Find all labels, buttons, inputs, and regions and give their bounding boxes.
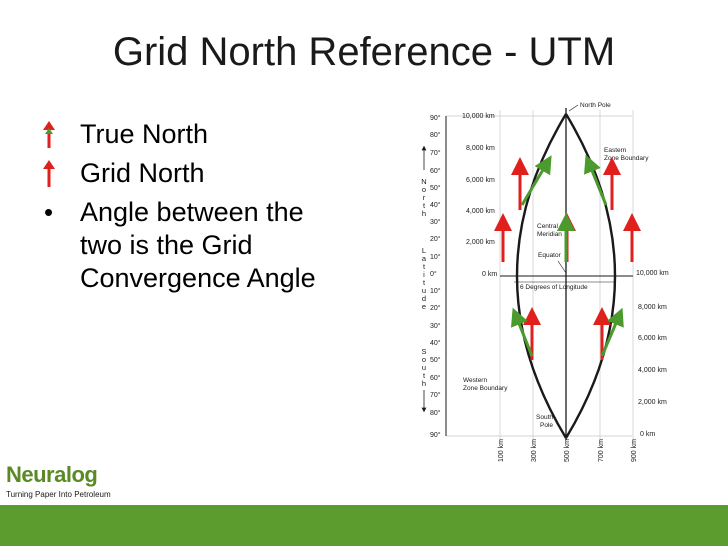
south-letter: o bbox=[422, 355, 426, 364]
bullet-line: Angle between the bbox=[80, 197, 304, 227]
footer-bar bbox=[0, 505, 728, 546]
grid-north-arrow bbox=[600, 307, 624, 357]
lat-tick-label: 90° bbox=[430, 431, 441, 439]
lat-tick-label: 20° bbox=[430, 304, 441, 312]
north-letter: o bbox=[422, 185, 426, 194]
latitude-letter: L bbox=[422, 246, 426, 255]
lat-tick-label: 20° bbox=[430, 235, 441, 243]
bullet-grid-north: Grid North bbox=[40, 157, 400, 190]
grid-north-arrow bbox=[520, 155, 552, 206]
bullet-label: Grid North bbox=[80, 158, 205, 188]
latitude-letter: e bbox=[422, 302, 426, 311]
bullet-list: True North Grid North • Angle between th… bbox=[40, 118, 400, 301]
bottom-km-label: 300 km bbox=[531, 439, 538, 462]
longitude-span-label: 6 Degrees of Longitude bbox=[520, 284, 588, 291]
south-letter: h bbox=[422, 379, 426, 388]
latitude-letter: i bbox=[423, 270, 425, 279]
left-km-label: 0 km bbox=[482, 271, 497, 278]
south-letter: S bbox=[421, 347, 426, 356]
right-km-label: 2,000 km bbox=[638, 399, 667, 406]
lat-tick-label: 60° bbox=[430, 374, 441, 382]
bullet-true-north: True North bbox=[40, 118, 400, 151]
lat-tick-label: 30° bbox=[430, 218, 441, 226]
right-km-label: 6,000 km bbox=[638, 335, 667, 342]
equator-label: Equator bbox=[538, 252, 562, 259]
western-boundary-label: Zone Boundary bbox=[463, 385, 508, 392]
right-km-label: 8,000 km bbox=[638, 304, 667, 311]
north-letter: r bbox=[423, 193, 426, 202]
latitude-letter: t bbox=[423, 278, 426, 287]
lat-tick-label: 40° bbox=[430, 339, 441, 347]
logo-wordmark: Neuralog bbox=[6, 462, 98, 487]
bottom-km-label: 100 km bbox=[498, 439, 505, 462]
bullet-line: Convergence Angle bbox=[80, 263, 316, 293]
lat-tick-label: 10° bbox=[430, 287, 441, 295]
lat-tick-label: 40° bbox=[430, 201, 441, 209]
north-letter: h bbox=[422, 209, 426, 218]
right-km-label: 4,000 km bbox=[638, 367, 667, 374]
lat-tick-label: 70° bbox=[430, 391, 441, 399]
left-km-label: 4,000 km bbox=[466, 208, 495, 215]
north-letter: t bbox=[423, 201, 426, 210]
left-km-label: 2,000 km bbox=[466, 239, 495, 246]
grid-north-arrow bbox=[584, 154, 608, 206]
western-boundary-label: Western bbox=[463, 377, 487, 384]
lat-tick-label: 10° bbox=[430, 253, 441, 261]
bullet-line: two is the Grid bbox=[80, 230, 253, 260]
lat-tick-label: 30° bbox=[430, 322, 441, 330]
lat-tick-label: 90° bbox=[430, 114, 441, 122]
right-km-label: 10,000 km bbox=[636, 270, 669, 277]
north-pole-label: North Pole bbox=[580, 102, 611, 109]
latitude-letter: t bbox=[423, 262, 426, 271]
right-km-label: 0 km bbox=[640, 431, 655, 438]
lat-tick-label: 80° bbox=[430, 409, 441, 417]
eastern-boundary-label: Zone Boundary bbox=[604, 155, 649, 162]
latitude-letter: u bbox=[422, 286, 426, 295]
leader-line bbox=[568, 104, 579, 112]
red-arrow-icon bbox=[43, 160, 55, 187]
central-meridian-label: Meridian bbox=[537, 231, 562, 238]
bottom-km-label: 700 km bbox=[598, 439, 605, 462]
north-letter: N bbox=[421, 177, 426, 186]
south-letter: t bbox=[423, 371, 426, 380]
latitude-letter: d bbox=[422, 294, 426, 303]
left-km-label: 10,000 km bbox=[462, 113, 495, 120]
bullet-convergence: • Angle between the two is the Grid Conv… bbox=[40, 196, 400, 295]
left-km-label: 6,000 km bbox=[466, 177, 495, 184]
logo-tagline: Turning Paper Into Petroleum bbox=[6, 490, 111, 499]
south-pole-label: Pole bbox=[540, 422, 553, 429]
red-arrow-icon bbox=[43, 121, 55, 148]
lat-tick-label: 0° bbox=[430, 270, 437, 278]
lat-tick-label: 50° bbox=[430, 356, 441, 364]
neuralog-logo: Neuralog Turning Paper Into Petroleum bbox=[6, 462, 111, 499]
central-meridian-label: Central bbox=[537, 223, 559, 230]
south-pole-label: South bbox=[536, 414, 553, 421]
lat-tick-label: 50° bbox=[430, 184, 441, 192]
bottom-km-label: 500 km bbox=[564, 439, 571, 462]
grid-north-arrow bbox=[510, 307, 534, 357]
leader-line bbox=[557, 260, 567, 274]
lat-tick-label: 80° bbox=[430, 131, 441, 139]
eastern-boundary-label: Eastern bbox=[604, 147, 627, 154]
slide-title: Grid North Reference - UTM bbox=[112, 30, 616, 74]
lat-tick-label: 60° bbox=[430, 167, 441, 175]
bullet-dot-icon: • bbox=[44, 197, 54, 227]
south-letter: u bbox=[422, 363, 426, 372]
bottom-km-label: 900 km bbox=[631, 439, 638, 462]
left-km-label: 8,000 km bbox=[466, 145, 495, 152]
latitude-letter: a bbox=[422, 254, 427, 263]
bullet-label: True North bbox=[80, 119, 209, 149]
lat-tick-label: 70° bbox=[430, 149, 441, 157]
